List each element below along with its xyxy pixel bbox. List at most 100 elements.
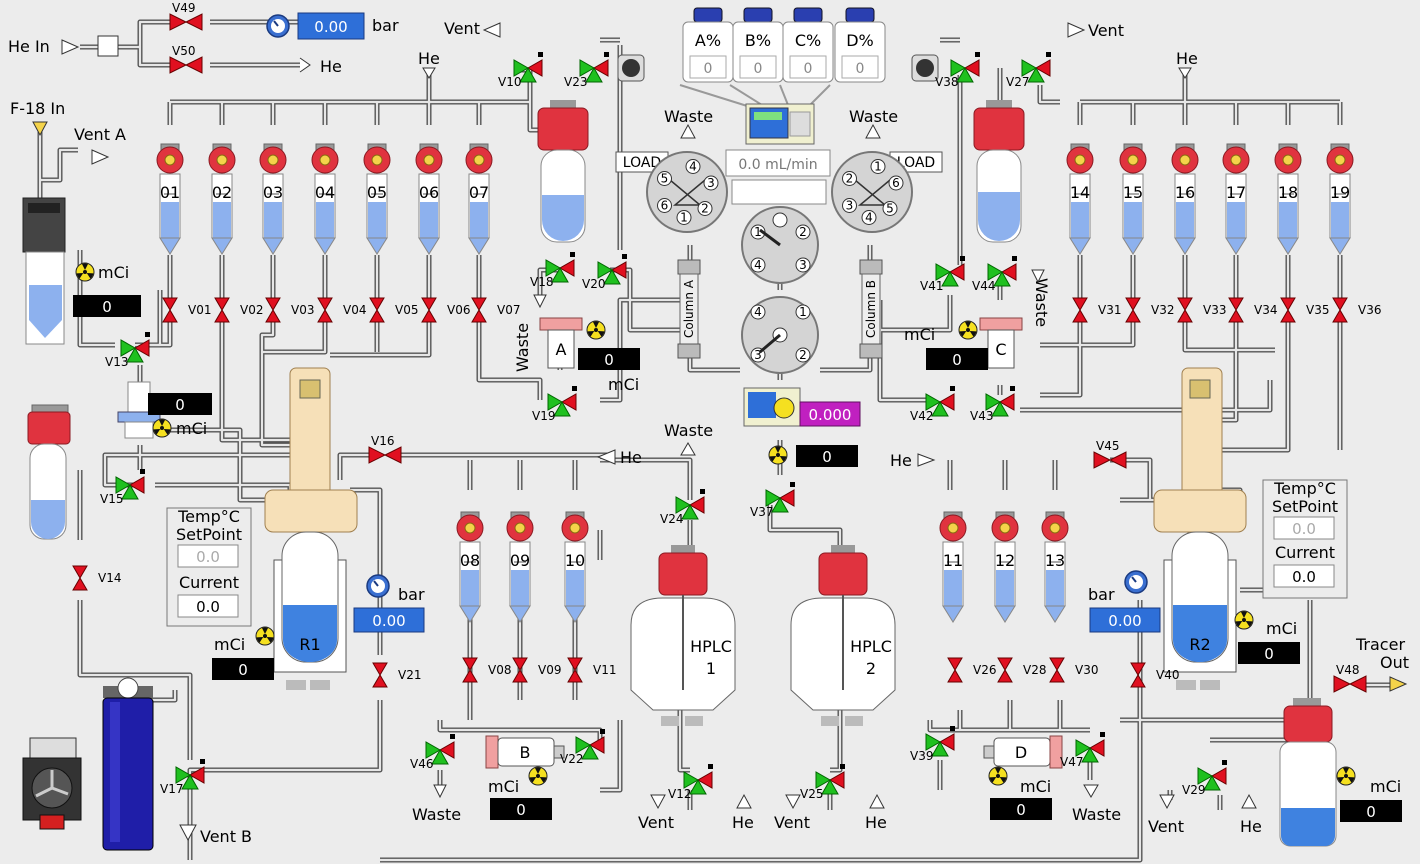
valve-v44[interactable]: V44 [972,256,1017,293]
valve-v04[interactable]: V04 [317,297,366,323]
valve-port-number: 1 [680,211,688,225]
valve-v50[interactable]: V50 [169,44,203,74]
valve-v16[interactable]: V16 [368,434,402,464]
f18-activity-unit: mCi [98,263,129,282]
valve-v37[interactable]: V37 [750,482,795,519]
cartridge-a-activity-value: 0 [604,351,614,369]
valve-v42[interactable]: V42 [910,386,955,423]
he-pressure-readout: 0.00 bar [297,12,399,40]
he-regulator [61,14,311,73]
valve-v01[interactable]: V01 [162,297,211,323]
valve-v14[interactable]: V14 [72,565,121,591]
valve-v36[interactable]: V36 [1332,297,1381,323]
valve-label: V39 [910,749,933,763]
valve-v29[interactable]: V29 [1182,760,1227,797]
valve-v02[interactable]: V02 [214,297,263,323]
valve-v41[interactable]: V41 [920,256,965,293]
valve-v18[interactable]: V18 [530,252,575,289]
valve-label: V12 [668,787,691,801]
valve-port-number: 6 [661,199,669,213]
elution-vial-right [973,100,1025,243]
valve-v33[interactable]: V33 [1177,297,1226,323]
valve-v11[interactable]: V11 [567,657,616,683]
valve-v15[interactable]: V15 [100,469,145,506]
valve-port-number: 2 [799,348,807,362]
solvent-field[interactable] [689,55,727,79]
valve-v31[interactable]: V31 [1072,297,1121,323]
valve-v03[interactable]: V03 [265,297,314,323]
valve-v39[interactable]: V39 [910,726,955,763]
valve-v40[interactable]: V40 [1130,662,1179,688]
product-activity-unit: mCi [1370,777,1401,796]
vial-number: 07 [469,183,489,202]
valve-v07[interactable]: V07 [471,297,520,323]
valve-v12[interactable]: V12 [668,764,713,801]
valve-v23[interactable]: V23 [564,52,609,89]
valve-v35[interactable]: V35 [1280,297,1329,323]
valve-port-number: 5 [886,202,894,216]
he-bottom-1: He [732,813,754,832]
valve-port-number: 2 [846,172,854,186]
valve-v34[interactable]: V34 [1228,297,1277,323]
temp-r2-setpoint-field[interactable] [1273,516,1335,540]
temp-r2-setpoint-value: 0.0 [1292,520,1316,538]
valve-v49[interactable]: V49 [169,1,203,31]
valve-v10[interactable]: V10 [498,52,543,89]
reactor-r1-label: R1 [299,635,320,654]
valve-v08[interactable]: V08 [462,657,511,683]
vial-number: 09 [510,551,530,570]
vent-bottom-3: Vent [1148,817,1184,836]
valve-v43[interactable]: V43 [970,386,1015,423]
temp-r1-setpoint-field[interactable] [177,544,239,568]
valve-v45[interactable]: V45 [1093,439,1127,469]
valve-v48[interactable]: V48 [1333,663,1367,693]
valve-v38[interactable]: V38 [935,52,980,89]
r2-pressure-value: 0.00 [1108,612,1141,630]
solvent-field[interactable] [789,55,827,79]
solvent-field[interactable] [739,55,777,79]
cartridge-d-label: D [1015,743,1027,762]
valve-v28[interactable]: V28 [997,657,1046,683]
valve-port [842,171,857,186]
valve-v25[interactable]: V25 [800,764,845,801]
valve-v46[interactable]: V46 [410,734,455,771]
temp-r2-setpoint-label: SetPoint [1272,497,1338,516]
valve-label: V31 [1098,303,1121,317]
valve-v09[interactable]: V09 [512,657,561,683]
hplc-bottle-neck [671,545,695,555]
valve-label: V42 [910,409,933,423]
valve-label: V45 [1096,439,1119,453]
valve-v17[interactable]: V17 [160,759,205,796]
product-activity-value: 0 [1366,803,1376,821]
valve-v06[interactable]: V06 [421,297,470,323]
valve-v13[interactable]: V13 [105,332,150,369]
valve-v20[interactable]: V20 [582,254,627,291]
valve-v22[interactable]: V22 [560,729,605,766]
valve-v24[interactable]: V24 [660,489,705,526]
valve-label: V49 [172,1,195,15]
valve-v32[interactable]: V32 [1125,297,1174,323]
vial-number: 18 [1278,183,1298,202]
valve-v21[interactable]: V21 [372,662,421,688]
valve-port [750,304,766,320]
valve-label: V32 [1151,303,1174,317]
valve-v30[interactable]: V30 [1049,657,1098,683]
valve-port-number: 1 [874,160,882,174]
vial-number: 11 [943,551,963,570]
valve-label: V33 [1203,303,1226,317]
valve-v47[interactable]: V47 [1060,732,1105,769]
cartridge-b-label: B [520,743,531,762]
valve-v05[interactable]: V05 [369,297,418,323]
solvent-field[interactable] [841,55,879,79]
he-mid-right-label: He [890,451,912,470]
waste-label-5: Waste [664,421,713,440]
hplc-bottle-number: 1 [706,659,716,678]
uv-value: 0.000 [809,406,852,424]
valve-v26[interactable]: V26 [947,657,996,683]
valve-v27[interactable]: V27 [1006,52,1051,89]
valve-v19[interactable]: V19 [532,386,577,423]
